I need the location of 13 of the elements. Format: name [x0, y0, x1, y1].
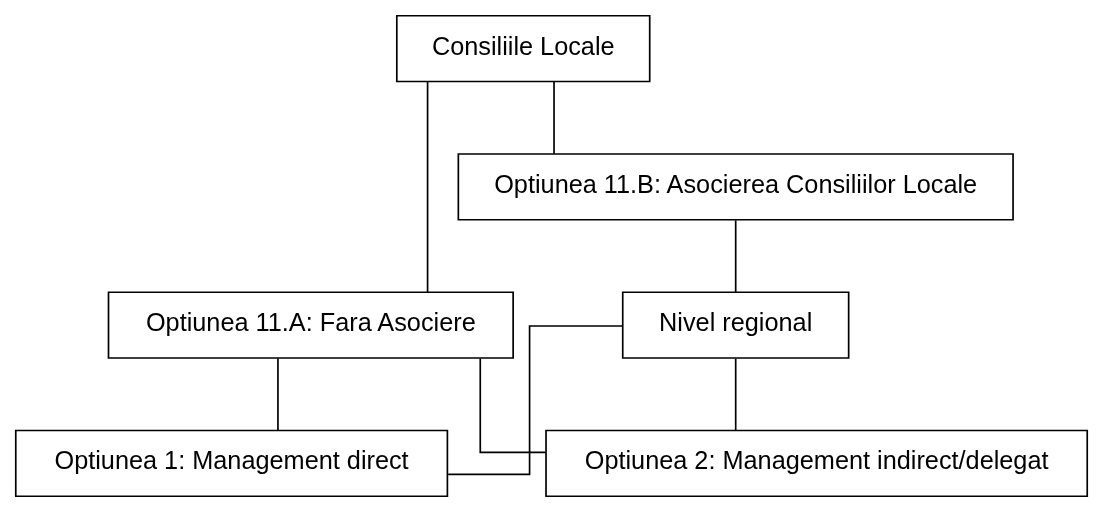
node-box: Optiunea 11.B: Asocierea Consiliilor Locale [457, 152, 1014, 221]
connector [734, 219, 737, 293]
connector [277, 357, 279, 431]
connector [479, 357, 547, 453]
connector [426, 80, 429, 293]
node-box: Nivel regional [621, 290, 850, 359]
node-box: Optiunea 2: Management indirect/delegat [545, 429, 1089, 497]
node-box: Optiunea 1: Management direct [14, 429, 449, 497]
connector [553, 80, 555, 155]
connector [447, 324, 624, 475]
node-box: Optiunea 11.A: Fara Asociere [107, 290, 514, 359]
connector [734, 357, 737, 431]
node-box: Consiliile Locale [395, 14, 651, 82]
